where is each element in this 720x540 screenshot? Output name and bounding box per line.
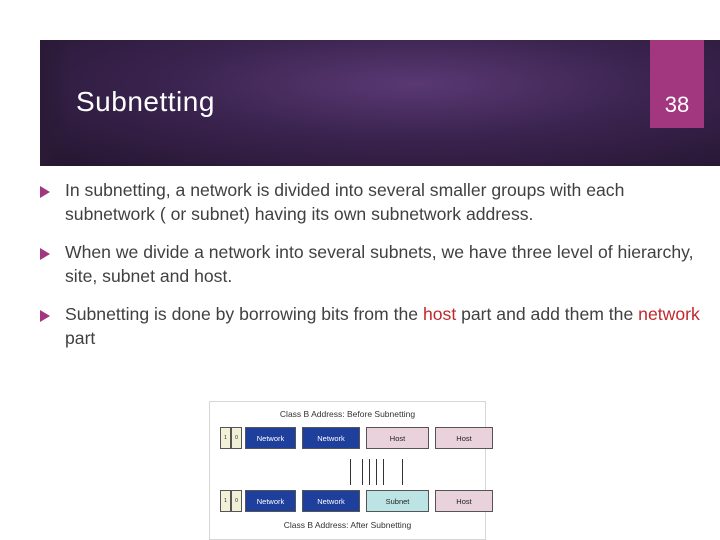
- bullet-list: In subnetting, a network is divided into…: [40, 178, 700, 364]
- triangle-bullet-icon: [40, 186, 50, 198]
- bullet-text-mid: part and add them the: [456, 304, 639, 324]
- subnetting-diagram: Class B Address: Before Subnetting 1 0 N…: [209, 401, 493, 540]
- after-subnetting-row: 1 0 Network Network Subnet Host: [220, 490, 493, 512]
- page-number: 38: [664, 92, 690, 117]
- slide-title: Subnetting: [76, 86, 215, 117]
- triangle-bullet-icon: [40, 310, 50, 322]
- bullet-item-2: When we divide a network into several su…: [40, 240, 700, 288]
- highlight-network: network: [638, 304, 700, 324]
- page-number-tab: 38: [650, 40, 704, 128]
- host-cell: Host: [366, 427, 429, 449]
- bullet-text: Subnetting is done by borrowing bits fro…: [65, 304, 423, 324]
- bullet-text: When we divide a network into several su…: [65, 242, 694, 286]
- diagram-bottom-caption: Class B Address: After Subnetting: [283, 520, 412, 530]
- highlight-host: host: [422, 304, 457, 324]
- host-cell: Host: [435, 427, 493, 449]
- bullet-item-3: Subnetting is done by borrowing bits fro…: [40, 302, 700, 350]
- host-cell: Host: [435, 490, 493, 512]
- subnet-cell: Subnet: [366, 490, 429, 512]
- bit-cell: 1: [220, 427, 231, 449]
- triangle-bullet-icon: [40, 248, 50, 260]
- before-subnetting-row: 1 0 Network Network Host Host: [220, 427, 493, 449]
- network-cell: Network: [245, 427, 296, 449]
- bit-cell: 0: [231, 490, 242, 512]
- bit-cell: 1: [220, 490, 231, 512]
- header-band: 38: [40, 40, 720, 166]
- bit-borrow-lines: [350, 459, 410, 485]
- network-cell: Network: [302, 490, 360, 512]
- network-cell: Network: [302, 427, 360, 449]
- bit-cell: 0: [231, 427, 242, 449]
- bullet-text-end: part: [65, 328, 96, 348]
- diagram-top-caption: Class B Address: Before Subnetting: [279, 409, 416, 419]
- bullet-item-1: In subnetting, a network is divided into…: [40, 178, 700, 226]
- bullet-text: In subnetting, a network is divided into…: [65, 180, 625, 224]
- network-cell: Network: [245, 490, 296, 512]
